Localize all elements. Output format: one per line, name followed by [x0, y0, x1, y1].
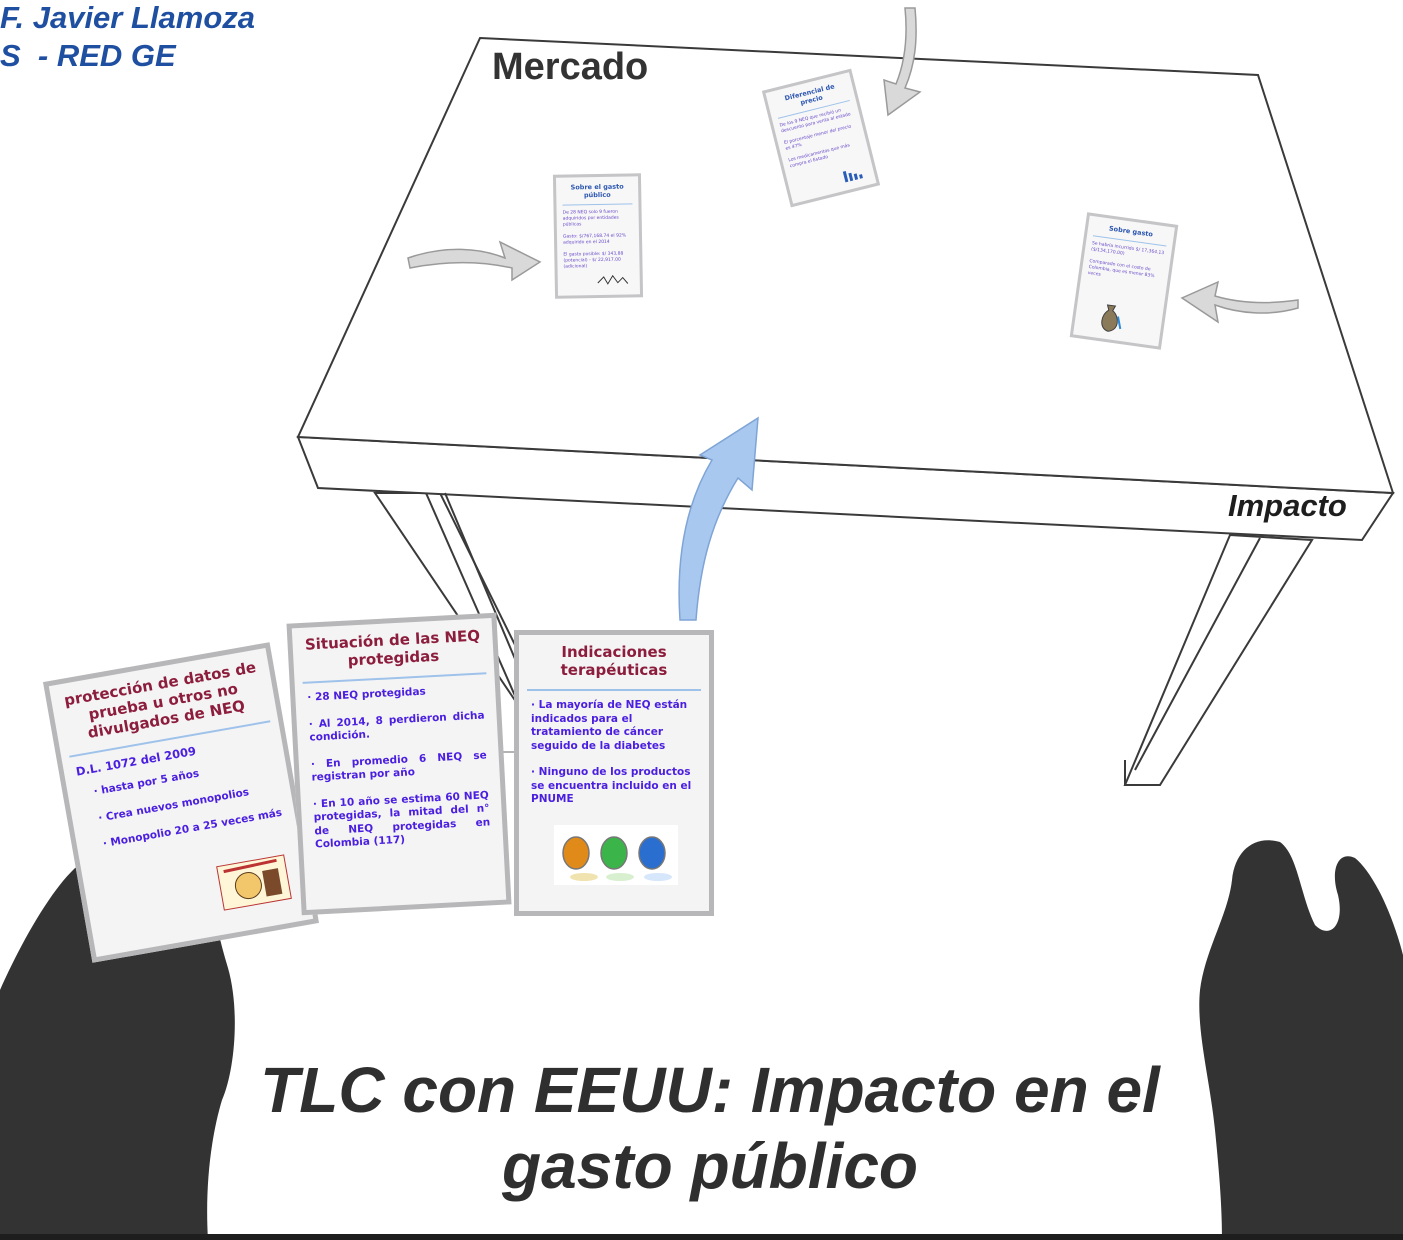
- arrow-to-card-2: [883, 7, 922, 117]
- presentation-title: TLC con EEUU: Impacto en el gasto públic…: [170, 1052, 1250, 1204]
- card-bullet: La mayoría de NEQ están indicados para e…: [531, 699, 697, 753]
- mini-card-title: Diferencial de precio: [783, 82, 836, 107]
- card-therapeutic-indications[interactable]: Indicaciones terapéuticas La mayoría de …: [514, 630, 714, 916]
- table-card-public-spending[interactable]: Sobre el gasto público De 28 NEQ solo 9 …: [552, 173, 644, 299]
- card-data-protection[interactable]: protección de datos de prueba u otros no…: [43, 642, 319, 963]
- scribble-icon: [597, 274, 629, 285]
- card-bullet: Ninguno de los productos se encuentra in…: [531, 766, 697, 807]
- table-front-label: Impacto: [1228, 488, 1347, 523]
- mini-card-line: De 28 NEQ solo 9 fueron adquiridos por e…: [562, 209, 619, 228]
- author-name: F. Javier Llamoza: [0, 0, 256, 35]
- arrow-to-card-3: [1180, 280, 1299, 324]
- table-top-label: Mercado: [492, 46, 649, 88]
- table-top-surface: [296, 36, 1395, 495]
- arrow-to-card-1: [407, 240, 542, 282]
- card-bullet: En 10 año se estima 60 NEQ protegidas, l…: [313, 789, 492, 852]
- card-title: Indicaciones terapéuticas: [560, 643, 668, 679]
- card-title: Situación de las NEQ protegidas: [304, 626, 481, 670]
- author-affiliation: S - RED GE: [0, 38, 176, 73]
- bottom-bar: [0, 1234, 1403, 1240]
- mini-card-line: Comparado con el costo de Colombia, que …: [1087, 259, 1155, 280]
- card-bullet: 28 NEQ protegidas: [307, 682, 483, 705]
- blue-arrow: [678, 416, 759, 621]
- hand-right-icon: [1199, 840, 1403, 1240]
- mini-card-line: Gasto: $/767,168.74 el 92% adquirido en …: [562, 233, 627, 246]
- title-line-2: gasto público: [502, 1130, 918, 1202]
- table-card-price-difference[interactable]: Diferencial de precio De los 9 NEQ que r…: [761, 68, 881, 208]
- mini-card-title: Sobre el gasto público: [570, 182, 624, 200]
- money-sack-icon: [1101, 304, 1122, 332]
- card-protected-neq-status[interactable]: Situación de las NEQ protegidas 28 NEQ p…: [286, 612, 512, 916]
- table-card-overspending[interactable]: Sobre gasto Se habría incurrido $/ 17,36…: [1069, 212, 1179, 350]
- mini-card-line: El gasto posible: $/ 343,88 (potencial) …: [563, 251, 624, 270]
- card-bullet: En promedio 6 NEQ se registran por año: [311, 749, 488, 785]
- table-leg-front-right: [1123, 533, 1314, 786]
- monopoly-cartoon-icon: [216, 854, 292, 911]
- pill-bottles-icon: [554, 825, 678, 885]
- price-chart-icon: [842, 171, 863, 183]
- card-bullet: Al 2014, 8 perdieron dicha condición.: [308, 709, 485, 745]
- title-line-1: TLC con EEUU: Impacto en el: [260, 1054, 1160, 1126]
